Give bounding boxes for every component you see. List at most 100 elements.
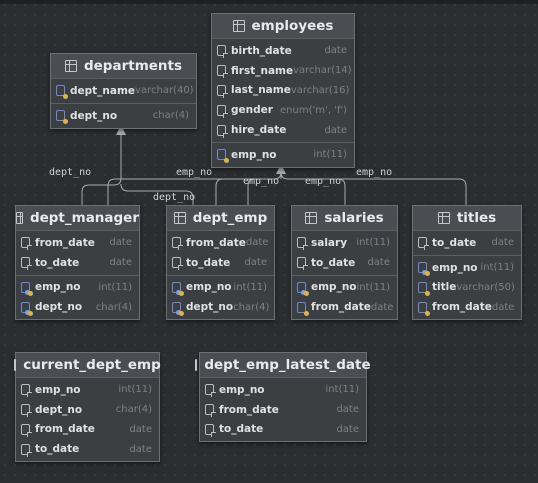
column-type: int(11) (325, 384, 359, 396)
table-header[interactable]: salaries (292, 206, 397, 231)
table-header[interactable]: employees (212, 14, 354, 39)
table-title: current_dept_emp (23, 357, 161, 373)
column-type: int(11) (313, 149, 347, 161)
table-header[interactable]: current_dept_emp (14, 353, 161, 378)
column-type: int(11) (98, 281, 132, 293)
column-row[interactable]: emp_no int(11) (200, 380, 366, 400)
column-name: salary (311, 236, 348, 249)
column-name: emp_no (186, 281, 232, 294)
column-icon (297, 237, 308, 251)
column-type: date (129, 443, 152, 455)
column-type: char(4) (115, 404, 152, 416)
column-type: int(11) (356, 281, 391, 293)
column-name: emp_no (219, 383, 265, 396)
edge-label-de-emp: emp_no (243, 176, 280, 187)
arrowhead-departments (116, 125, 126, 135)
table-icon (232, 20, 245, 32)
table-title: employees (251, 18, 334, 34)
edge-label-dm-dept: dept_no (49, 167, 92, 178)
table-dept-emp-latest-date[interactable]: dept_emp_latest_date emp_no int(11) from_d… (195, 352, 371, 443)
column-icon (21, 443, 32, 457)
primary-key-icon (56, 110, 68, 125)
column-type: date (491, 301, 515, 313)
column-icon (217, 124, 228, 138)
column-type: date (109, 257, 132, 269)
column-row[interactable]: to_date date (16, 253, 139, 273)
column-name: to_date (35, 256, 80, 269)
primary-key-icon (297, 301, 309, 316)
edge-dept-manager-employees (107, 171, 282, 205)
column-icon (21, 257, 32, 271)
table-title: titles (456, 210, 497, 226)
column-icon (217, 65, 228, 79)
primary-key-icon (418, 301, 430, 316)
column-type: int(11) (233, 281, 267, 293)
column-type: date (324, 45, 347, 57)
column-type: date (370, 301, 394, 313)
table-header[interactable]: dept_emp (167, 206, 274, 231)
column-icon (217, 84, 228, 98)
table-header[interactable]: dept_emp_latest_date (195, 353, 371, 378)
column-icon (21, 404, 32, 418)
table-header[interactable]: titles (413, 206, 521, 231)
table-header[interactable]: dept_manager (16, 206, 139, 231)
column-icon (217, 104, 228, 118)
table-icon (437, 212, 450, 224)
foreign-key-icon (418, 262, 430, 277)
column-icon (172, 257, 183, 271)
column-type: date (367, 257, 390, 269)
table-header[interactable]: departments (51, 54, 196, 79)
edge-label-dm-emp: emp_no (176, 167, 213, 178)
edge-salaries-employees (247, 178, 256, 205)
column-name: emp_no (311, 281, 357, 294)
canvas-top-border (0, 0, 538, 4)
table-icon (305, 212, 318, 224)
column-type: enum('m', 'f') (280, 104, 347, 116)
table-title: departments (83, 58, 183, 74)
